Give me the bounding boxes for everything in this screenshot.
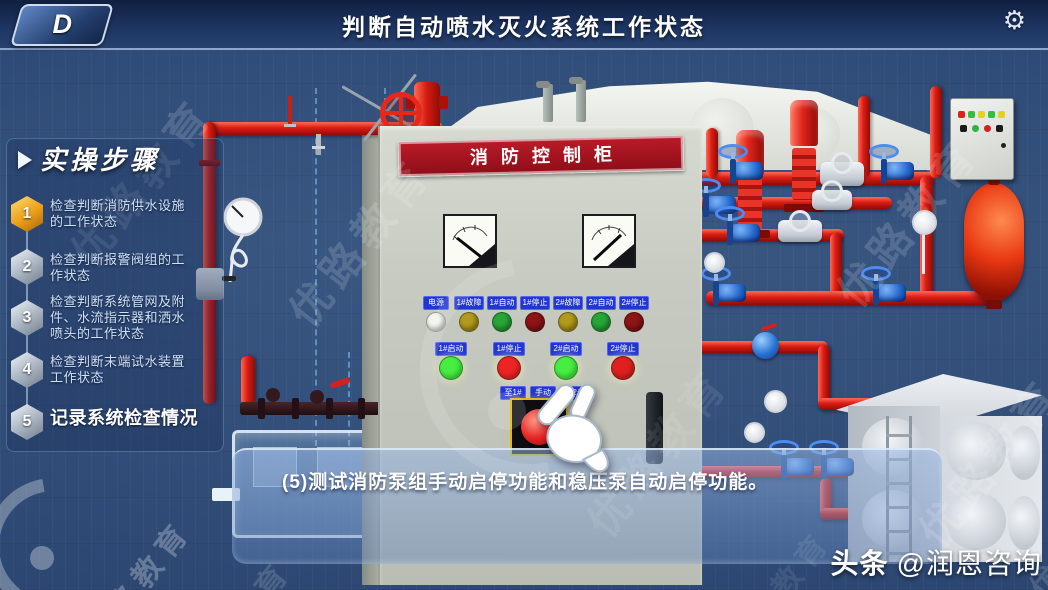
valve-handle[interactable] bbox=[266, 388, 280, 402]
pump-control-panel[interactable] bbox=[950, 98, 1014, 180]
ammeter-gauge bbox=[443, 214, 497, 268]
watermark-logo bbox=[0, 451, 149, 590]
alarm-check-valve[interactable] bbox=[812, 190, 852, 210]
button-label: 2#停止 bbox=[607, 342, 639, 356]
step-item-3[interactable]: 检查判断系统管网及附件、水流指示器和洒水喷头的工作状态 bbox=[50, 294, 186, 341]
title-bar: 判断自动喷水灭火系统工作状态 D ⚙ bbox=[0, 0, 1048, 50]
step-caption: (5)测试消防泵组手动启停功能和稳压泵自动启停功能。 bbox=[282, 472, 769, 493]
page-title: 判断自动喷水灭火系统工作状态 bbox=[342, 14, 706, 40]
pump1-start-button[interactable] bbox=[439, 356, 463, 380]
indicator-light bbox=[591, 312, 611, 332]
vent-pipe bbox=[569, 77, 586, 122]
button-label: 1#启动 bbox=[435, 342, 467, 356]
indicator-label: 2#停止 bbox=[619, 296, 649, 310]
watermark-logo-dot bbox=[30, 546, 54, 570]
sprinkler-upright[interactable] bbox=[284, 96, 296, 127]
steps-panel bbox=[6, 138, 224, 452]
selector-label: 至1# bbox=[500, 386, 526, 400]
pressure-gauge bbox=[704, 252, 725, 273]
valve-lever bbox=[222, 276, 236, 281]
indicator-light-power bbox=[426, 312, 446, 332]
alarm-check-valve[interactable] bbox=[778, 220, 822, 242]
indicator-label: 1#停止 bbox=[520, 296, 550, 310]
test-valve[interactable] bbox=[196, 268, 224, 300]
indicator-label: 2#自动 bbox=[586, 296, 616, 310]
ammeter-gauge bbox=[582, 214, 636, 268]
pipe-riser bbox=[203, 122, 216, 404]
fire-pump-2[interactable] bbox=[784, 100, 824, 212]
steps-panel-title: 实操步骤 bbox=[18, 140, 160, 177]
step-item-4[interactable]: 检查判断末端试水装置工作状态 bbox=[50, 354, 186, 385]
water-tank[interactable] bbox=[940, 416, 1042, 562]
indicator-label: 2#故障 bbox=[553, 296, 583, 310]
indicator-label: 1#故障 bbox=[454, 296, 484, 310]
vent-pipe bbox=[536, 81, 553, 122]
pump2-start-button[interactable] bbox=[554, 356, 578, 380]
pressure-gauge bbox=[744, 422, 765, 443]
pipe-header bbox=[706, 291, 996, 305]
pressure-gauge bbox=[223, 197, 263, 283]
indicator-light bbox=[558, 312, 578, 332]
watermark: 优路教育 bbox=[78, 514, 199, 590]
pump2-stop-button[interactable] bbox=[611, 356, 635, 380]
byline-watermark: 头条@润恩咨询 bbox=[831, 542, 1042, 582]
byline-handle: @润恩咨询 bbox=[896, 548, 1042, 579]
pipe-drop bbox=[241, 356, 255, 406]
play-triangle-icon bbox=[18, 151, 32, 169]
indicator-light bbox=[459, 312, 479, 332]
hand-cursor-icon bbox=[537, 383, 609, 473]
pressure-gauge bbox=[912, 210, 937, 235]
ball-float-valve[interactable] bbox=[752, 322, 779, 359]
indicator-light bbox=[624, 312, 644, 332]
button-label: 1#停止 bbox=[493, 342, 525, 356]
sprinkler-pendent[interactable] bbox=[312, 134, 325, 155]
pressure-tank[interactable] bbox=[964, 175, 1024, 309]
pressure-gauge bbox=[764, 390, 787, 413]
brand-logo: D bbox=[9, 4, 115, 46]
alarm-valve-manifold[interactable] bbox=[240, 402, 392, 415]
valve-handle[interactable] bbox=[310, 390, 324, 404]
drain-pipe bbox=[646, 392, 663, 464]
step-item-5[interactable]: 记录系统检查情况 bbox=[50, 408, 198, 428]
pump1-stop-button[interactable] bbox=[497, 356, 521, 380]
indicator-light bbox=[525, 312, 545, 332]
byline-bold: 头条 bbox=[830, 548, 889, 579]
guide-dashed-line bbox=[315, 88, 317, 446]
step-item-2[interactable]: 检查判断报警阀组的工作状态 bbox=[50, 252, 186, 283]
guide-dashed-line bbox=[348, 352, 350, 446]
indicator-label: 1#自动 bbox=[487, 296, 517, 310]
indicator-light bbox=[492, 312, 512, 332]
pipe-vertical bbox=[830, 233, 842, 299]
button-label: 2#启动 bbox=[550, 342, 582, 356]
indicator-label: 电源 bbox=[423, 296, 449, 310]
step-item-1[interactable]: 检查判断消防供水设施的工作状态 bbox=[50, 198, 186, 229]
settings-gear-icon[interactable]: ⚙ bbox=[1002, 5, 1026, 35]
cabinet-banner: 消防控制柜 bbox=[397, 134, 685, 178]
